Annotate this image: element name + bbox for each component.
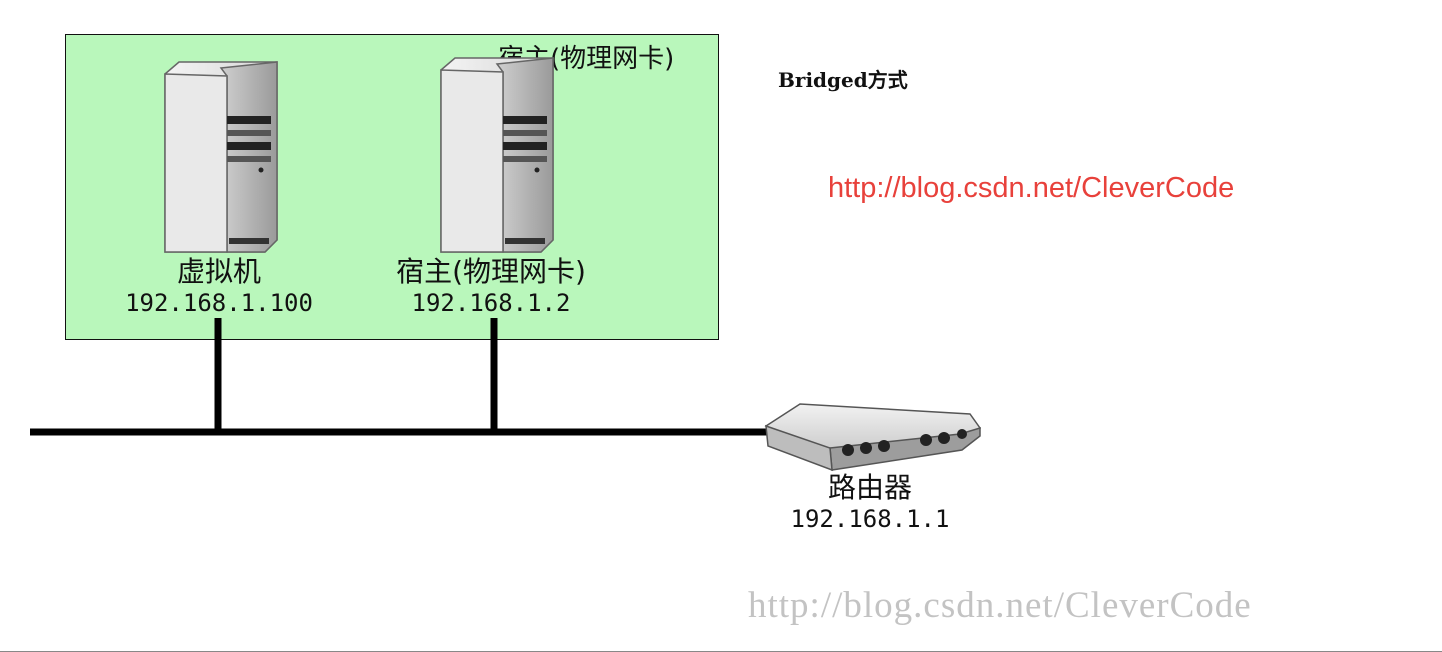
diagram-heading: Bridged方式 — [778, 68, 908, 92]
blog-link[interactable]: http://blog.csdn.net/CleverCode — [828, 172, 1235, 204]
router-ip: 192.168.1.1 — [790, 505, 950, 533]
vm-ip: 192.168.1.100 — [125, 289, 313, 317]
router-label: 路由器 192.168.1.1 — [780, 472, 960, 534]
vm-server-icon — [164, 61, 278, 253]
host-label: 宿主(物理网卡) 192.168.1.2 — [376, 256, 606, 318]
watermark-text: http://blog.csdn.net/CleverCode — [748, 585, 1252, 626]
cropped-text-strip — [0, 630, 1442, 652]
host-name: 宿主(物理网卡) — [396, 255, 586, 288]
vm-label: 虚拟机 192.168.1.100 — [118, 256, 320, 318]
host-server-icon — [440, 57, 554, 253]
host-ip: 192.168.1.2 — [411, 289, 571, 317]
router-name: 路由器 — [827, 471, 912, 504]
router-icon — [764, 403, 982, 472]
vm-name: 虚拟机 — [176, 255, 261, 288]
